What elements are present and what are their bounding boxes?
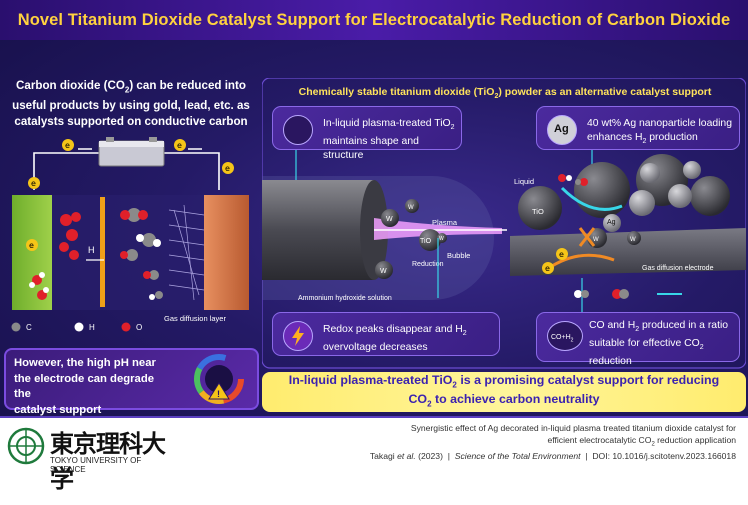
electrolysis-cell-diagram: e e e e (11, 137, 249, 332)
svg-text:C: C (26, 323, 32, 332)
cathode (204, 195, 249, 310)
callout-co-h2: CO+H2 CO and H2 produced in a ratio suit… (536, 312, 740, 367)
svg-text:W: W (386, 216, 393, 223)
svg-text:Ag: Ag (607, 219, 616, 226)
svg-text:Gas diffusion layer: Gas diffusion layer (164, 314, 226, 323)
svg-text:W: W (408, 205, 414, 211)
svg-text:Plasma: Plasma (432, 218, 458, 227)
svg-text:W: W (630, 237, 636, 243)
callout-plasma-treated: In-liquid plasma-treated TiO2 maintains … (272, 106, 462, 161)
warning-text: However, the high pH near the electrode … (14, 357, 156, 416)
tio2-particle-icon (283, 115, 313, 145)
lightning-icon (283, 321, 313, 351)
svg-text:e: e (65, 141, 70, 150)
catalyst-mechanism-diagram: W W W TiO W Plasma Bubble Reduction Ammo… (261, 77, 747, 369)
ag-particle-icon: Ag (547, 115, 577, 145)
svg-text:Ammonium hydroxide solution: Ammonium hydroxide solution (298, 295, 392, 302)
svg-text:H: H (88, 245, 95, 255)
svg-text:O: O (136, 323, 142, 332)
conclusion-banner: In-liquid plasma-treated TiO2 is a promi… (262, 372, 746, 412)
reference-citation: Takagi et al. (2023) | Science of the To… (369, 451, 736, 461)
svg-text:!: ! (217, 389, 220, 399)
svg-text:e: e (31, 179, 36, 188)
figure-title: Novel Titanium Dioxide Catalyst Support … (0, 0, 748, 40)
logo-english-name: TOKYO UNIVERSITY OF SCIENCE (50, 456, 142, 474)
subtitle: Chemically stable titanium dioxide (TiO2… (298, 86, 712, 101)
logo-name: 東京理科大学 (50, 430, 166, 493)
electron-badge: e e e e (28, 139, 234, 189)
svg-text:W: W (593, 237, 599, 243)
svg-text:e: e (225, 164, 230, 173)
right-panel: W W W TiO W Plasma Bubble Reduction Ammo… (261, 77, 747, 416)
tus-emblem-icon (7, 427, 45, 465)
figure-frame: Novel Titanium Dioxide Catalyst Support … (0, 0, 748, 418)
svg-text:W: W (380, 268, 387, 275)
callout-ag-loading: Ag 40 wt% Ag nanoparticle loading enhanc… (536, 106, 740, 150)
ph-gauge-icon: ! (194, 354, 244, 404)
svg-text:Bubble: Bubble (447, 251, 470, 260)
svg-text:Reduction: Reduction (412, 261, 444, 268)
intro-text: Carbon dioxide (CO2) can be reduced into… (12, 79, 250, 129)
svg-text:H: H (89, 323, 95, 332)
svg-text:e: e (177, 141, 182, 150)
svg-text:TiO: TiO (420, 238, 432, 245)
svg-text:Liquid: Liquid (514, 177, 534, 186)
svg-text:e: e (559, 250, 564, 259)
svg-text:TiO: TiO (532, 207, 544, 216)
reference-title: Synergistic effect of Ag decorated in-li… (410, 423, 736, 448)
svg-text:W: W (439, 236, 444, 242)
svg-text:e: e (29, 241, 34, 250)
svg-text:Gas diffusion electrode: Gas diffusion electrode (642, 265, 714, 272)
svg-text:e: e (545, 264, 550, 273)
battery-icon (98, 137, 165, 167)
callout-redox: Redox peaks disappear and H2 overvoltage… (272, 312, 500, 356)
university-logo: 東京理科大学 TOKYO UNIVERSITY OF SCIENCE (6, 424, 176, 493)
warning-box: However, the high pH near the electrode … (4, 348, 259, 416)
membrane (100, 197, 105, 307)
co-h2-icon: CO+H2 (547, 321, 583, 351)
